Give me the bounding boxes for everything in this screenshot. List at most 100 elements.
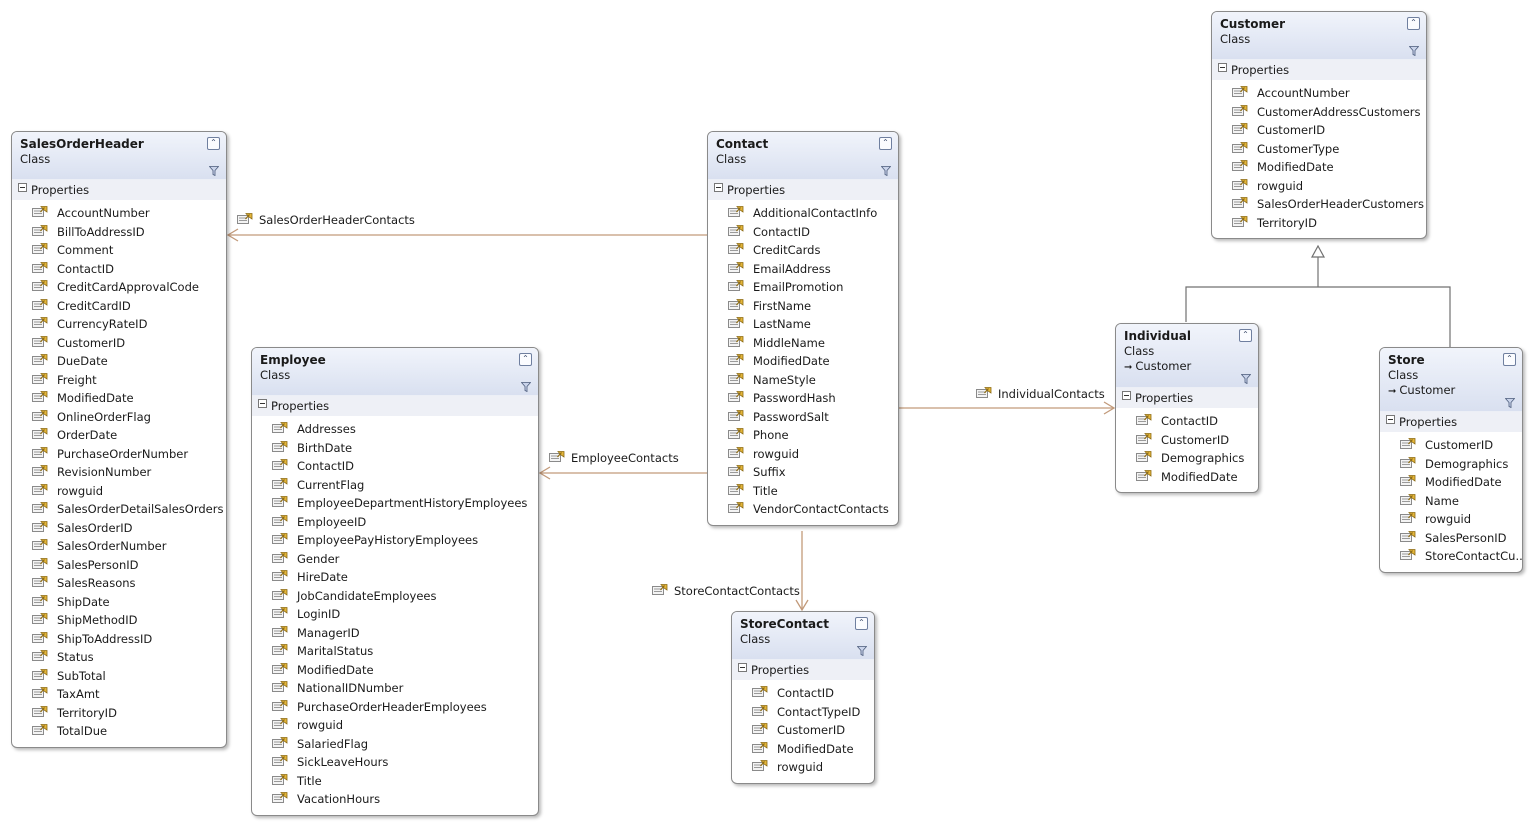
property-item[interactable]: VendorContactContacts: [708, 500, 898, 519]
filter-icon[interactable]: [880, 165, 892, 177]
collapse-chevron-icon[interactable]: ⌃: [1503, 353, 1516, 366]
property-item[interactable]: PasswordHash: [708, 389, 898, 408]
property-item[interactable]: RevisionNumber: [12, 463, 226, 482]
association-label-individual-contacts[interactable]: IndividualContacts: [976, 386, 1105, 402]
property-item[interactable]: StoreContactCu...: [1380, 547, 1522, 566]
property-item[interactable]: BirthDate: [252, 439, 538, 458]
inheritance-connector[interactable]: [1185, 244, 1451, 347]
properties-section-header[interactable]: Properties: [1212, 60, 1426, 80]
property-item[interactable]: SalesPersonID: [12, 556, 226, 575]
association-line-individual-contacts[interactable]: [898, 401, 1116, 415]
association-label-sales-order-header-contacts[interactable]: SalesOrderHeaderContacts: [237, 212, 415, 228]
property-item[interactable]: FirstName: [708, 297, 898, 316]
property-item[interactable]: BillToAddressID: [12, 223, 226, 242]
filter-icon[interactable]: [520, 381, 532, 393]
property-item[interactable]: SalariedFlag: [252, 735, 538, 754]
property-item[interactable]: Name: [1380, 492, 1522, 511]
collapse-section-icon[interactable]: [738, 663, 747, 672]
property-item[interactable]: Title: [708, 482, 898, 501]
property-item[interactable]: EmailAddress: [708, 260, 898, 279]
property-item[interactable]: CurrencyRateID: [12, 315, 226, 334]
property-item[interactable]: AccountNumber: [12, 204, 226, 223]
property-item[interactable]: NationalIDNumber: [252, 679, 538, 698]
property-item[interactable]: SalesOrderDetailSalesOrders: [12, 500, 226, 519]
property-item[interactable]: ModifiedDate: [252, 661, 538, 680]
property-item[interactable]: CustomerAddressCustomers: [1212, 103, 1426, 122]
property-item[interactable]: CustomerID: [732, 721, 874, 740]
filter-icon[interactable]: [856, 645, 868, 657]
property-item[interactable]: CustomerType: [1212, 140, 1426, 159]
property-item[interactable]: ShipDate: [12, 593, 226, 612]
property-item[interactable]: SalesOrderID: [12, 519, 226, 538]
property-item[interactable]: ContactID: [732, 684, 874, 703]
property-item[interactable]: EmployeePayHistoryEmployees: [252, 531, 538, 550]
property-item[interactable]: SalesReasons: [12, 574, 226, 593]
property-item[interactable]: MiddleName: [708, 334, 898, 353]
property-item[interactable]: CustomerID: [1116, 431, 1258, 450]
property-item[interactable]: CurrentFlag: [252, 476, 538, 495]
association-line-sales-order-header-contacts[interactable]: [226, 228, 707, 242]
property-item[interactable]: Gender: [252, 550, 538, 569]
property-item[interactable]: rowguid: [1380, 510, 1522, 529]
association-line-employee-contacts[interactable]: [538, 466, 707, 480]
filter-icon[interactable]: [208, 165, 220, 177]
property-item[interactable]: PurchaseOrderHeaderEmployees: [252, 698, 538, 717]
property-item[interactable]: Demographics: [1116, 449, 1258, 468]
property-item[interactable]: OrderDate: [12, 426, 226, 445]
property-item[interactable]: ContactID: [252, 457, 538, 476]
property-item[interactable]: LoginID: [252, 605, 538, 624]
property-item[interactable]: Freight: [12, 371, 226, 390]
property-item[interactable]: EmployeeID: [252, 513, 538, 532]
property-item[interactable]: ModifiedDate: [708, 352, 898, 371]
property-item[interactable]: LastName: [708, 315, 898, 334]
properties-section-header[interactable]: Properties: [708, 180, 898, 200]
property-item[interactable]: CreditCardApprovalCode: [12, 278, 226, 297]
property-item[interactable]: DueDate: [12, 352, 226, 371]
filter-icon[interactable]: [1504, 397, 1516, 409]
property-item[interactable]: SalesOrderHeaderCustomers: [1212, 195, 1426, 214]
property-item[interactable]: HireDate: [252, 568, 538, 587]
property-item[interactable]: ModifiedDate: [1116, 468, 1258, 487]
property-item[interactable]: ModifiedDate: [1212, 158, 1426, 177]
collapse-chevron-icon[interactable]: ⌃: [879, 137, 892, 150]
property-item[interactable]: ShipToAddressID: [12, 630, 226, 649]
property-item[interactable]: ContactID: [708, 223, 898, 242]
property-item[interactable]: JobCandidateEmployees: [252, 587, 538, 606]
property-item[interactable]: ContactID: [1116, 412, 1258, 431]
property-item[interactable]: CreditCards: [708, 241, 898, 260]
collapse-section-icon[interactable]: [714, 183, 723, 192]
property-item[interactable]: Suffix: [708, 463, 898, 482]
property-item[interactable]: CustomerID: [1380, 436, 1522, 455]
property-item[interactable]: CustomerID: [12, 334, 226, 353]
property-item[interactable]: Phone: [708, 426, 898, 445]
property-item[interactable]: rowguid: [1212, 177, 1426, 196]
properties-section-header[interactable]: Properties: [12, 180, 226, 200]
property-item[interactable]: ModifiedDate: [12, 389, 226, 408]
property-item[interactable]: ContactTypeID: [732, 703, 874, 722]
property-item[interactable]: SalesPersonID: [1380, 529, 1522, 548]
property-item[interactable]: CreditCardID: [12, 297, 226, 316]
collapse-section-icon[interactable]: [258, 399, 267, 408]
filter-icon[interactable]: [1240, 373, 1252, 385]
property-item[interactable]: ManagerID: [252, 624, 538, 643]
collapse-section-icon[interactable]: [1218, 63, 1227, 72]
property-item[interactable]: SubTotal: [12, 667, 226, 686]
collapse-chevron-icon[interactable]: ⌃: [855, 617, 868, 630]
properties-section-header[interactable]: Properties: [1116, 388, 1258, 408]
property-item[interactable]: VacationHours: [252, 790, 538, 809]
property-item[interactable]: rowguid: [732, 758, 874, 777]
property-item[interactable]: rowguid: [12, 482, 226, 501]
collapse-chevron-icon[interactable]: ⌃: [1407, 17, 1420, 30]
filter-icon[interactable]: [1408, 45, 1420, 57]
property-item[interactable]: EmailPromotion: [708, 278, 898, 297]
